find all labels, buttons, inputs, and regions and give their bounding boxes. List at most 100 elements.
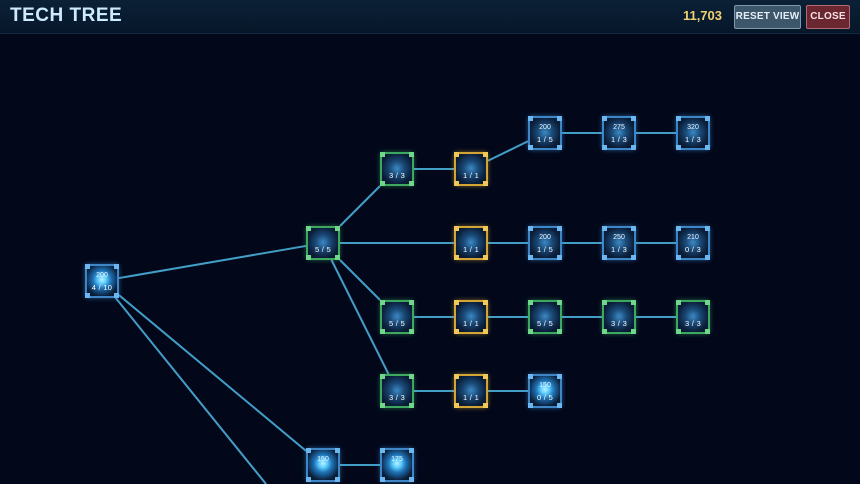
node-corner-ornament — [380, 403, 385, 408]
node-corner-ornament — [454, 181, 459, 186]
tech-node-c4[interactable]: 3 / 3 — [602, 300, 636, 334]
node-cost: 200 — [539, 124, 551, 131]
node-corner-ornament — [335, 226, 340, 231]
node-corner-ornament — [380, 374, 385, 379]
node-corner-ornament — [409, 181, 414, 186]
tech-node-c5[interactable]: 3 / 3 — [676, 300, 710, 334]
node-corner-ornament — [380, 448, 385, 453]
node-level: 3 / 3 — [684, 319, 702, 328]
page-title: TECH TREE — [10, 5, 123, 26]
node-corner-ornament — [528, 300, 533, 305]
tree-link-hub-c1 — [339, 259, 381, 301]
tree-link-root-e1 — [118, 294, 307, 452]
node-corner-ornament — [528, 255, 533, 260]
node-cost: 150 — [317, 456, 329, 463]
node-corner-ornament — [114, 264, 119, 269]
node-corner-ornament — [528, 145, 533, 150]
node-corner-ornament — [409, 448, 414, 453]
node-corner-ornament — [454, 403, 459, 408]
tech-node-c3[interactable]: 5 / 5 — [528, 300, 562, 334]
node-corner-ornament — [631, 255, 636, 260]
node-level: 1 / 3 — [610, 135, 628, 144]
close-button[interactable]: CLOSE — [806, 5, 850, 29]
node-corner-ornament — [528, 329, 533, 334]
node-corner-ornament — [483, 226, 488, 231]
node-corner-ornament — [676, 329, 681, 334]
tree-link-root-hub — [118, 244, 307, 280]
node-corner-ornament — [335, 477, 340, 482]
node-level: 1 / 3 — [684, 135, 702, 144]
node-cost: 275 — [613, 124, 625, 131]
node-level: 1 / 1 — [462, 245, 480, 254]
tech-node-root[interactable]: 200 4 / 10 — [85, 264, 119, 298]
node-corner-ornament — [483, 300, 488, 305]
tech-node-c1[interactable]: 5 / 5 — [380, 300, 414, 334]
tech-node-b1[interactable]: 1 / 1 — [454, 226, 488, 260]
tech-node-a1[interactable]: 3 / 3 — [380, 152, 414, 186]
node-level: 5 / 5 — [536, 319, 554, 328]
node-level: 1 / 1 — [462, 319, 480, 328]
node-corner-ornament — [306, 477, 311, 482]
node-corner-ornament — [454, 374, 459, 379]
tech-node-e1[interactable]: 150 — [306, 448, 340, 482]
node-level: 3 / 3 — [388, 393, 406, 402]
node-corner-ornament — [528, 226, 533, 231]
node-corner-ornament — [409, 477, 414, 482]
node-corner-ornament — [705, 145, 710, 150]
tech-node-e2[interactable]: 175 — [380, 448, 414, 482]
node-level: 4 / 10 — [91, 283, 113, 292]
node-corner-ornament — [557, 255, 562, 260]
node-corner-ornament — [676, 116, 681, 121]
node-corner-ornament — [631, 145, 636, 150]
reset-view-button[interactable]: RESET VIEW — [734, 5, 801, 29]
node-corner-ornament — [557, 300, 562, 305]
node-corner-ornament — [483, 152, 488, 157]
node-corner-ornament — [602, 116, 607, 121]
node-level: 1 / 1 — [462, 393, 480, 402]
node-corner-ornament — [602, 329, 607, 334]
node-corner-ornament — [602, 226, 607, 231]
tech-node-a2[interactable]: 1 / 1 — [454, 152, 488, 186]
node-cost: 175 — [391, 456, 403, 463]
tree-link-a2-a3 — [487, 140, 529, 162]
node-corner-ornament — [454, 226, 459, 231]
node-corner-ornament — [631, 300, 636, 305]
node-corner-ornament — [557, 403, 562, 408]
node-corner-ornament — [528, 403, 533, 408]
tech-node-hub[interactable]: 5 / 5 — [306, 226, 340, 260]
node-cost: 320 — [687, 124, 699, 131]
node-level: 1 / 5 — [536, 245, 554, 254]
node-corner-ornament — [631, 226, 636, 231]
tech-node-c2[interactable]: 1 / 1 — [454, 300, 488, 334]
node-level: 5 / 5 — [388, 319, 406, 328]
node-corner-ornament — [557, 145, 562, 150]
node-corner-ornament — [380, 181, 385, 186]
node-corner-ornament — [483, 329, 488, 334]
node-cost: 250 — [613, 234, 625, 241]
node-corner-ornament — [306, 226, 311, 231]
node-corner-ornament — [409, 403, 414, 408]
tech-node-d2[interactable]: 1 / 1 — [454, 374, 488, 408]
tech-node-a5[interactable]: 320 1 / 3 — [676, 116, 710, 150]
node-corner-ornament — [676, 145, 681, 150]
node-corner-ornament — [557, 116, 562, 121]
node-corner-ornament — [528, 116, 533, 121]
node-corner-ornament — [631, 116, 636, 121]
node-corner-ornament — [85, 264, 90, 269]
node-level: 0 / 5 — [536, 393, 554, 402]
node-corner-ornament — [409, 329, 414, 334]
node-corner-ornament — [705, 300, 710, 305]
node-corner-ornament — [335, 448, 340, 453]
node-cost: 200 — [96, 272, 108, 279]
top-bar: TECH TREE 11,703 RESET VIEW CLOSE — [0, 0, 860, 34]
tech-node-d1[interactable]: 3 / 3 — [380, 374, 414, 408]
tech-node-a4[interactable]: 275 1 / 3 — [602, 116, 636, 150]
node-corner-ornament — [454, 329, 459, 334]
tech-tree-links — [114, 132, 676, 484]
